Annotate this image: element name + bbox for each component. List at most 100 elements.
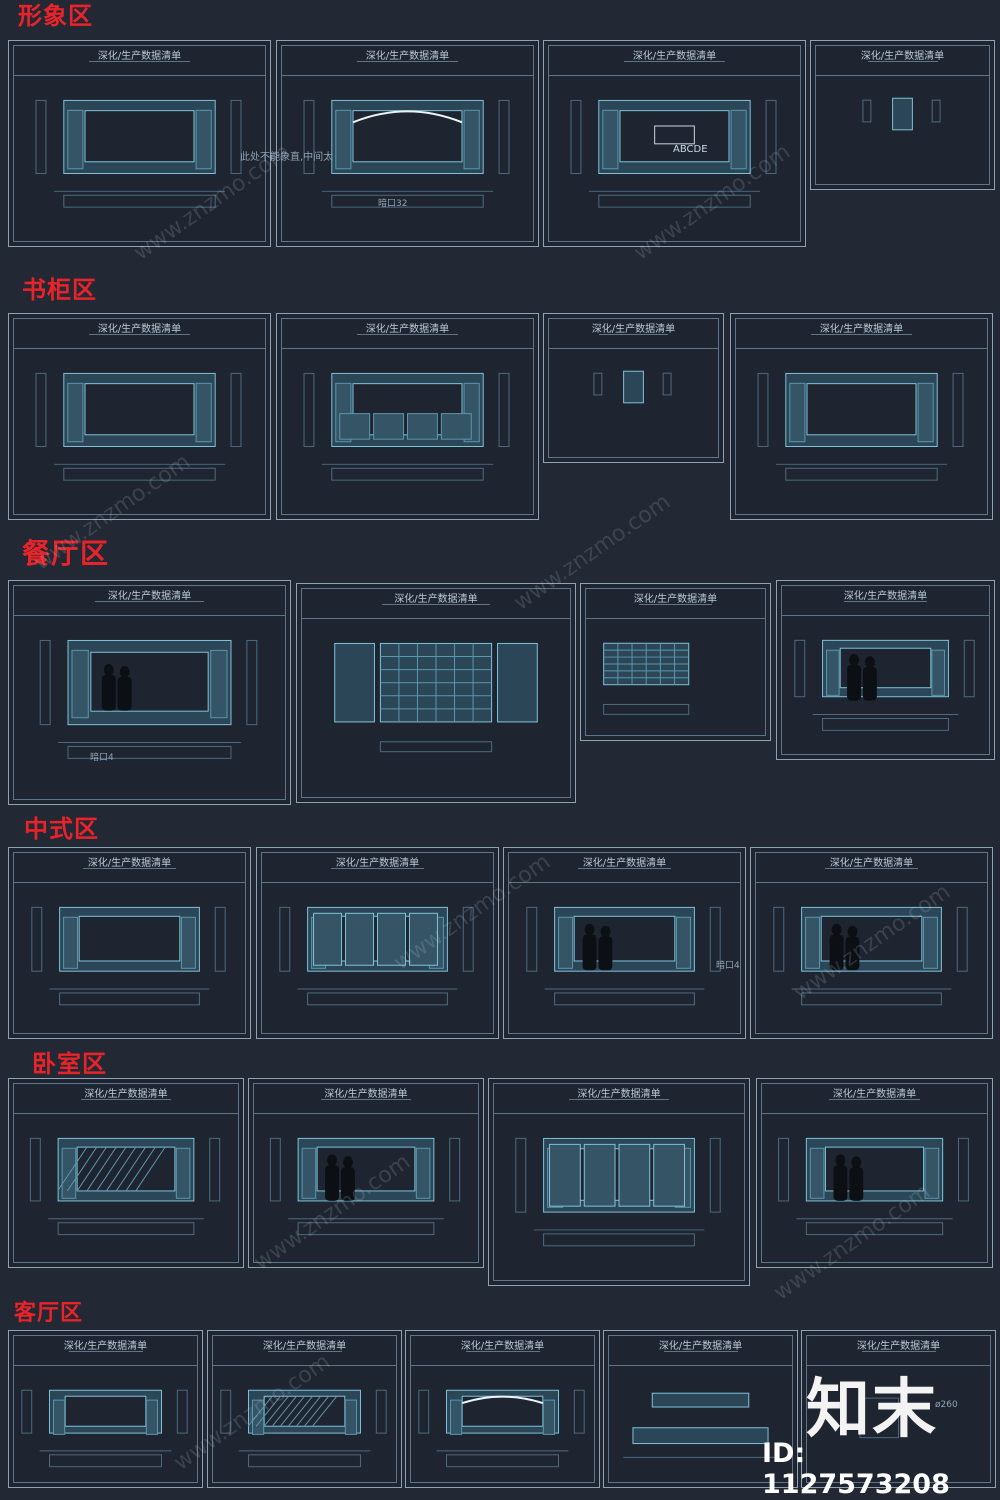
sheet-header-rule (382, 604, 490, 605)
sheet-header-rule (68, 1351, 143, 1352)
drawing-sheet: 深化/生产数据清单 (503, 847, 746, 1039)
sheet-header: 深化/生产数据清单 (281, 45, 534, 76)
sheet-title: 深化/生产数据清单 (856, 1341, 941, 1352)
sheet-frame (13, 45, 266, 242)
sheet-header-rule (330, 868, 425, 869)
sheet-header-rule (568, 1099, 670, 1100)
sheet-header-rule (829, 1099, 920, 1100)
drawing-sheet: 深化/生产数据清单 (256, 847, 499, 1039)
sheet-frame (13, 318, 266, 515)
sheet-title: 深化/生产数据清单 (843, 591, 928, 602)
label-abcde: ABCDE (673, 144, 708, 155)
sheet-title: 深化/生产数据清单 (324, 1089, 408, 1100)
sheet-header: 深化/生产数据清单 (806, 1335, 991, 1366)
sheet-frame (608, 1335, 793, 1483)
sheet-title: 深化/生产数据清单 (577, 1089, 661, 1100)
sheet-title: 深化/生产数据清单 (107, 591, 192, 602)
sheet-header-rule (80, 1099, 172, 1100)
sheet-frame (281, 45, 534, 242)
section-title-dining-zone: 餐厅区 (22, 537, 110, 570)
sheet-title: 深化/生产数据清单 (460, 1341, 545, 1352)
sheet-frame (261, 852, 494, 1034)
sheet-header: 深化/生产数据清单 (548, 318, 719, 349)
sheet-title: 深化/生产数据清单 (97, 324, 182, 335)
drawing-sheet: 深化/生产数据清单 (207, 1330, 402, 1488)
cad-drawing (570, 99, 777, 208)
sheet-frame (815, 45, 990, 185)
sheet-title: 深化/生产数据清单 (365, 324, 450, 335)
sheet-title: 深化/生产数据清单 (262, 1341, 347, 1352)
drawing-sheet: 深化/生产数据清单 (296, 583, 576, 803)
sheet-frame (761, 1083, 988, 1263)
sheet-title: 深化/生产数据清单 (829, 858, 914, 869)
sheet-header-rule (94, 601, 205, 602)
sheet-header-rule (88, 61, 191, 62)
sheet-header: 深化/生产数据清单 (735, 318, 988, 349)
drawing-sheet: 深化/生产数据清单 (801, 1330, 996, 1488)
sheet-header: 深化/生产数据清单 (212, 1335, 397, 1366)
cad-drawing (31, 906, 226, 1006)
sheet-frame (212, 1335, 397, 1483)
sheet-frame (781, 585, 990, 755)
cad-drawing (859, 1397, 899, 1439)
sheet-header: 深化/生产数据清单 (13, 585, 286, 616)
drawing-sheet: 深化/生产数据清单 (8, 1330, 203, 1488)
sheet-title: 深化/生产数据清单 (84, 1089, 168, 1100)
dimension-label: 暗口4 (716, 961, 740, 971)
sheet-header-rule (82, 868, 177, 869)
sheet-header: 深化/生产数据清单 (781, 585, 990, 616)
sheet-title: 深化/生产数据清单 (365, 51, 450, 62)
cad-drawing (220, 1389, 387, 1468)
sheet-header: 深化/生产数据清单 (261, 852, 494, 883)
sheet-header: 深化/生产数据清单 (253, 1083, 479, 1114)
drawing-sheet: 深化/生产数据清单 (8, 40, 271, 247)
sheet-header: 深化/生产数据清单 (815, 45, 990, 76)
sheet-header: 深化/生产数据清单 (301, 588, 571, 619)
diameter-label: ø260 (935, 1400, 958, 1410)
sheet-header: 深化/生产数据清单 (508, 852, 741, 883)
drawing-sheet: 深化/生产数据清单 (730, 313, 993, 520)
sheet-title: 深化/生产数据清单 (87, 858, 172, 869)
dimension-label: 暗口4 (90, 753, 114, 763)
drawing-sheet: 深化/生产数据清单 (8, 1078, 244, 1268)
sheet-header: 深化/生产数据清单 (585, 588, 766, 619)
sheet-title: 深化/生产数据清单 (97, 51, 182, 62)
cad-drawing (418, 1389, 585, 1468)
sheet-header: 深化/生产数据清单 (13, 1335, 198, 1366)
sheet-frame (548, 318, 719, 458)
sheet-frame (13, 585, 286, 800)
sheet-frame (253, 1083, 479, 1263)
sheet-frame (755, 852, 988, 1034)
drawing-sheet: 深化/生产数据清单 (756, 1078, 993, 1268)
drawing-sheet: 深化/生产数据清单 (405, 1330, 600, 1488)
drawing-sheet: 深化/生产数据清单 (488, 1078, 750, 1286)
sheet-title: 深化/生产数据清单 (591, 324, 676, 335)
sheet-frame (585, 588, 766, 736)
cad-drawing (35, 99, 242, 208)
sheet-frame (508, 852, 741, 1034)
sheet-header-rule (663, 1351, 738, 1352)
sheet-header-rule (320, 1099, 412, 1100)
sheet-header: 深化/生产数据清单 (13, 1083, 239, 1114)
sheet-header-rule (623, 61, 726, 62)
sheet-header: 深化/生产数据清单 (13, 852, 246, 883)
sheet-header: 深化/生产数据清单 (761, 1083, 988, 1114)
drawing-sheet: 深化/生产数据清单 (750, 847, 993, 1039)
sheet-header-rule (267, 1351, 342, 1352)
cad-drawing (303, 372, 510, 481)
sheet-title: 深化/生产数据清单 (633, 594, 718, 605)
section-title-bookcase-zone: 书柜区 (22, 276, 97, 304)
drawing-sheet: 深化/生产数据清单 (543, 313, 724, 463)
sheet-frame (806, 1335, 991, 1483)
sheet-header-rule (356, 61, 459, 62)
section-title-chinese-zone: 中式区 (24, 815, 99, 843)
asset-id: ID: 1127573208 (762, 1438, 950, 1500)
cad-drawing (773, 906, 968, 1006)
sheet-header: 深化/生产数据清单 (410, 1335, 595, 1366)
cad-drawing (35, 372, 242, 481)
cad-drawing (862, 97, 941, 131)
cad-drawing (269, 1137, 461, 1236)
sheet-title: 深化/生产数据清单 (632, 51, 717, 62)
sheet-header-rule (867, 61, 938, 62)
sheet-frame (735, 318, 988, 515)
